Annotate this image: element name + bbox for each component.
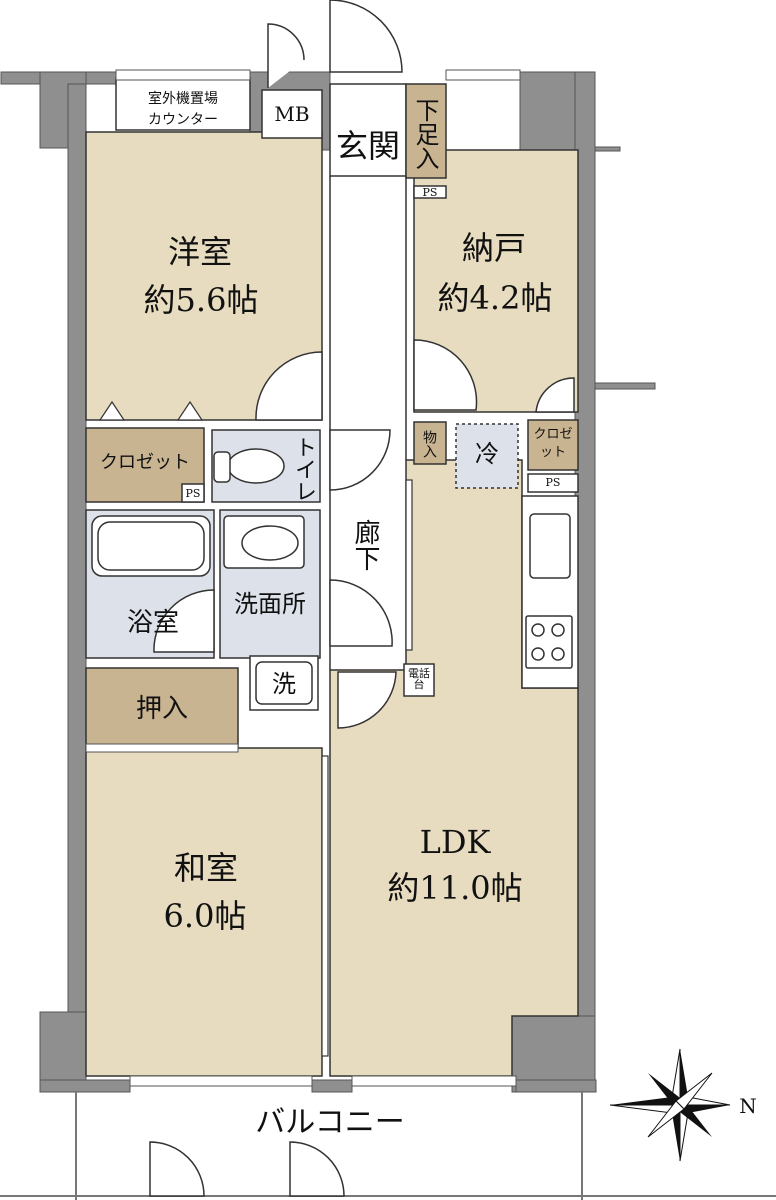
japanese-room-name: 和室 xyxy=(173,849,238,887)
ps-western xyxy=(181,483,205,503)
entrance-area xyxy=(329,83,407,177)
ldk-name: LDK xyxy=(419,823,491,861)
japanese-room-area xyxy=(85,747,323,1077)
storage-room-size: 約4.2帖 xyxy=(437,279,553,317)
stove xyxy=(525,615,573,669)
washroom-label: 洗面所 xyxy=(234,590,306,618)
storage-room-name: 納戸 xyxy=(461,229,526,267)
western-room-name: 洋室 xyxy=(167,233,232,271)
sliding-doors xyxy=(98,400,413,1057)
bathroom-label: 浴室 xyxy=(126,608,179,638)
mb-label: MB xyxy=(274,102,310,126)
structure-walls xyxy=(0,71,656,1093)
compass-rose xyxy=(609,1048,731,1162)
closet-small-area xyxy=(527,419,579,471)
ps-label-entrance: PS xyxy=(422,186,438,199)
outdoor-unit-area xyxy=(115,77,251,131)
balcony-label: バルコニー xyxy=(255,1105,405,1140)
washer-label: 洗 xyxy=(272,670,296,698)
windows xyxy=(85,69,521,1087)
north-label: N xyxy=(739,1094,757,1118)
western-room-size: 約5.6帖 xyxy=(143,281,259,319)
closet-label: クロゼット xyxy=(100,452,190,473)
ps-label-western: PS xyxy=(185,487,201,500)
phone-stand-label: 電話台 xyxy=(408,667,430,691)
toilet-label: トイレ xyxy=(291,436,316,502)
ps-entrance xyxy=(413,185,447,199)
counter-label: カウンター xyxy=(148,112,218,128)
storage-small-label: 物入 xyxy=(421,430,437,458)
fixtures xyxy=(91,448,573,705)
bathtub xyxy=(91,515,211,577)
ps-label-kitchen: PS xyxy=(545,476,561,489)
phone-stand-box xyxy=(403,663,435,697)
oshiire-label: 押入 xyxy=(135,694,188,724)
closet-small-label: クロゼット xyxy=(533,427,573,461)
ldk-size: 約11.0帖 xyxy=(387,869,523,907)
japanese-room-size: 6.0帖 xyxy=(163,897,247,935)
sink xyxy=(529,513,571,579)
doors xyxy=(149,0,575,1197)
shoe-storage-label: 下足入 xyxy=(411,98,439,170)
oshiire-area xyxy=(85,667,239,749)
toilet-bowl xyxy=(227,448,285,484)
outdoor-unit-label: 室外機置場 xyxy=(148,91,218,107)
balcony-outline xyxy=(0,1092,776,1200)
shoe-storage-area xyxy=(405,83,447,179)
corridor-label: 廊下 xyxy=(350,519,380,571)
storage-small-area xyxy=(413,421,447,465)
entrance-label: 玄関 xyxy=(335,127,400,165)
mb-box xyxy=(261,89,323,139)
ps-kitchen xyxy=(527,473,579,493)
fridge-label: 冷 xyxy=(475,440,499,468)
fridge-area xyxy=(455,423,519,489)
